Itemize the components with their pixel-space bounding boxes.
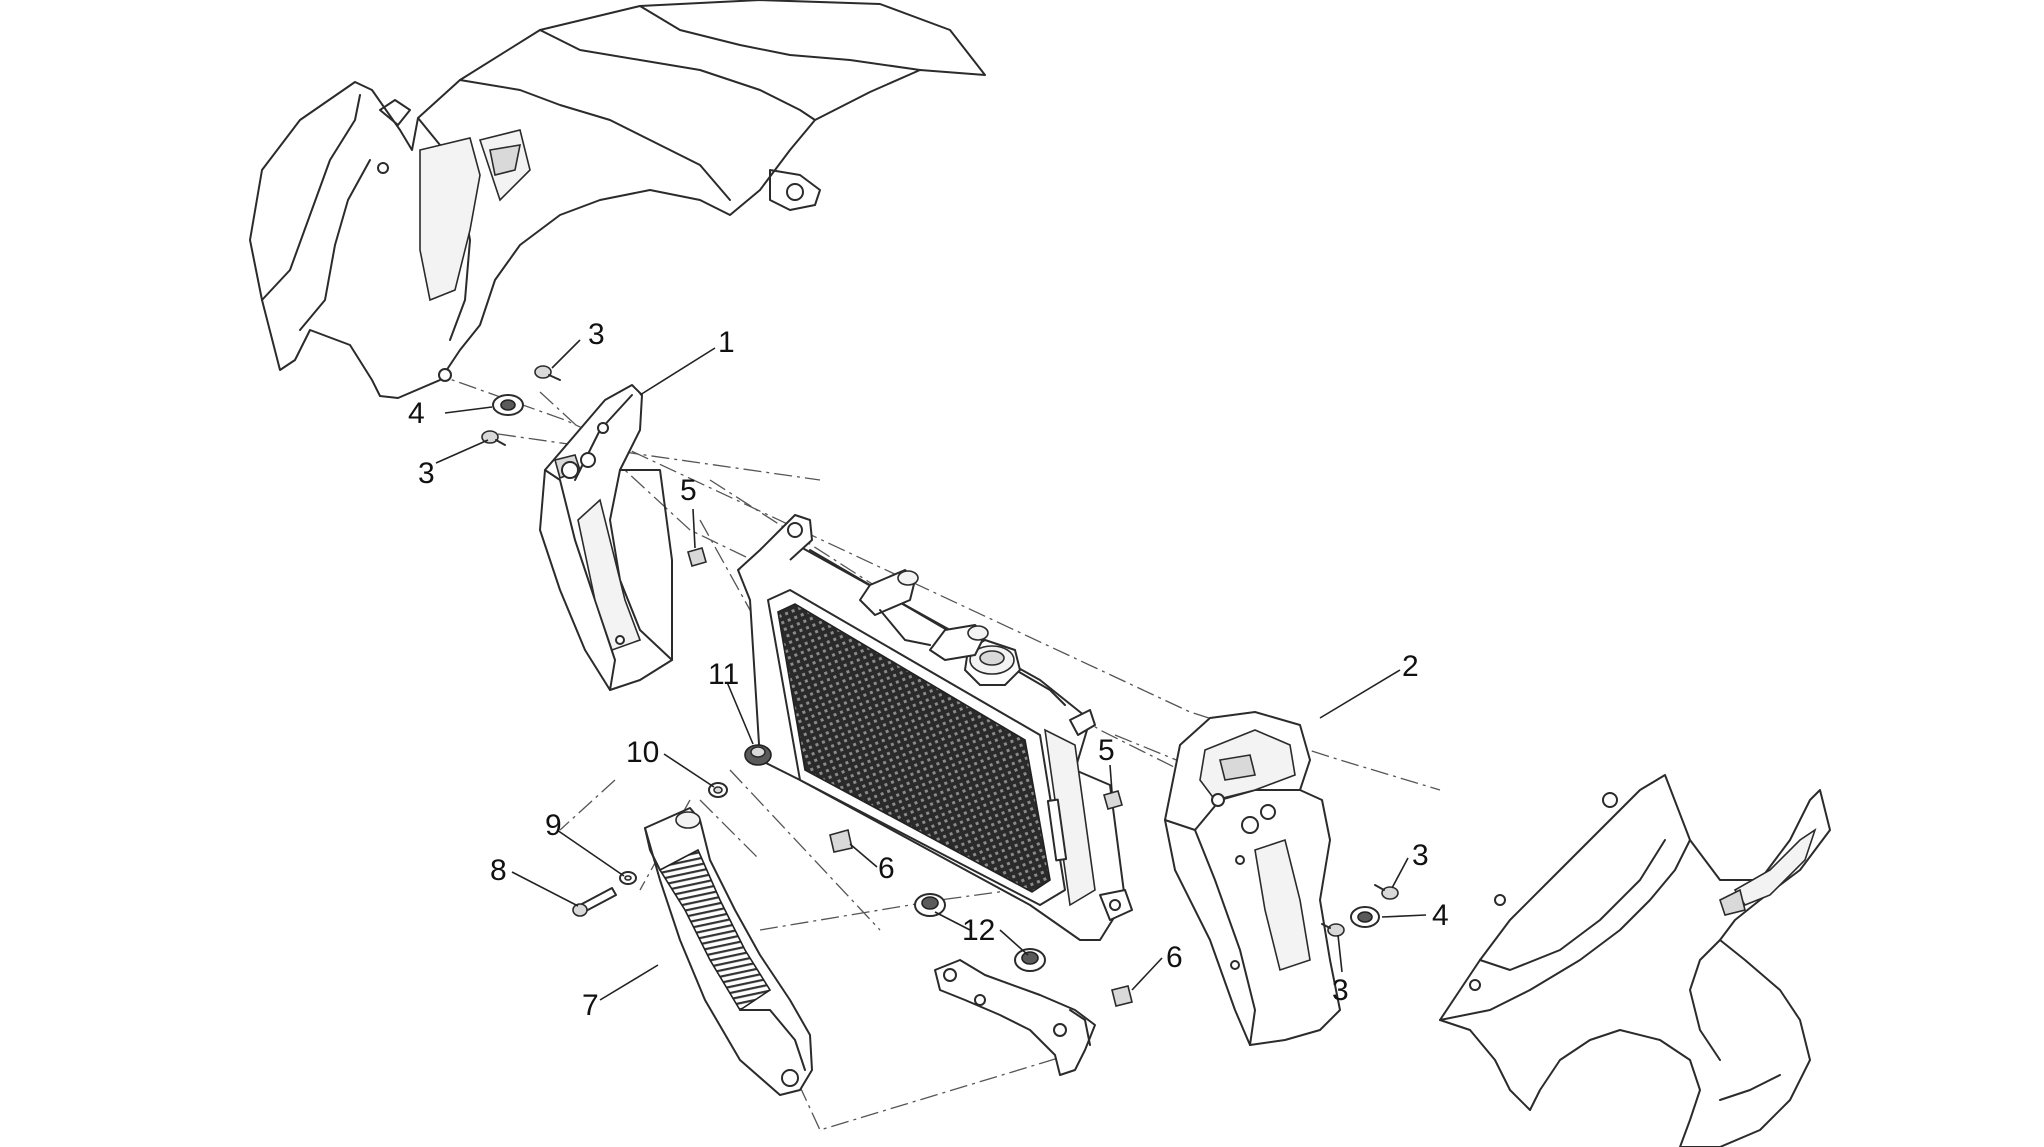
callout-5: 5 — [680, 474, 697, 507]
callout-3: 3 — [1412, 839, 1429, 872]
callout-7: 7 — [582, 989, 599, 1022]
left-radiator-shroud — [539, 384, 673, 691]
callout-3: 3 — [418, 457, 435, 490]
right-radiator-shroud — [1164, 711, 1341, 1046]
screw-lower-left — [481, 430, 506, 446]
callout-10: 10 — [626, 736, 659, 769]
screw-lower-right — [1321, 923, 1345, 937]
washer — [619, 871, 637, 885]
callout-3: 3 — [1332, 974, 1349, 1007]
right-side-fairing — [1439, 774, 1831, 1147]
hardware — [481, 365, 1399, 1007]
callout-1: 1 — [718, 326, 735, 359]
callout-5: 5 — [1098, 734, 1115, 767]
lower-bracket — [934, 959, 1096, 1076]
screw-upper-left — [534, 365, 561, 381]
grommet-right — [1350, 906, 1380, 928]
callout-6: 6 — [1166, 941, 1183, 974]
callout-9: 9 — [545, 809, 562, 842]
callout-4: 4 — [1432, 899, 1449, 932]
callout-3: 3 — [588, 318, 605, 351]
callout-4: 4 — [408, 397, 425, 430]
clip-lower-right — [1111, 985, 1133, 1007]
callout-12: 12 — [962, 914, 995, 947]
callouts: 1 2 3 3 3 3 4 4 5 5 6 6 7 8 9 10 11 12 — [408, 318, 1449, 1022]
grommet-lower-b — [1014, 948, 1046, 972]
leader-lines — [435, 339, 1427, 1001]
clip-left — [687, 547, 707, 567]
callout-6: 6 — [878, 852, 895, 885]
clip-center — [829, 829, 853, 853]
screw-upper-right — [1374, 884, 1399, 900]
rubber-mount — [744, 744, 772, 766]
lower-grille — [644, 807, 813, 1096]
callout-2: 2 — [1402, 650, 1419, 683]
bolt — [572, 887, 617, 917]
clip-right — [1103, 790, 1123, 810]
grommet-lower-a — [914, 893, 946, 917]
grommet-left — [492, 394, 524, 416]
front-fairing — [249, 0, 986, 399]
callout-8: 8 — [490, 854, 507, 887]
callout-11: 11 — [708, 658, 739, 691]
radiator — [737, 514, 1133, 941]
